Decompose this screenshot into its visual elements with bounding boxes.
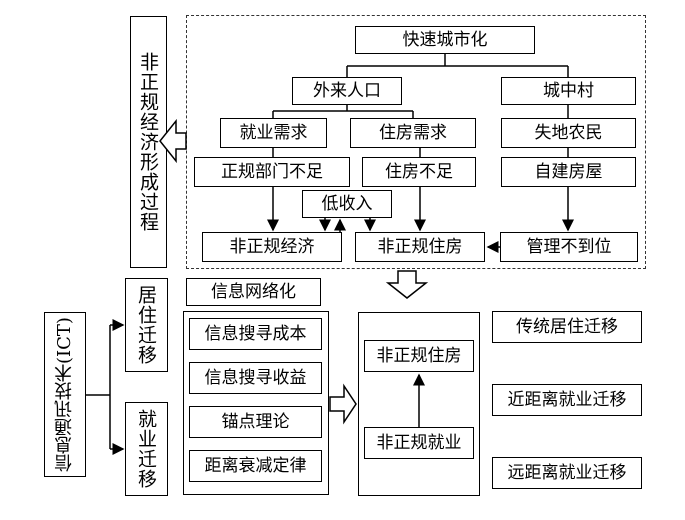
formal-sector-shortage-box: 正规部门不足 bbox=[194, 157, 350, 187]
ict-box: 信息通讯技术(ICT) bbox=[44, 312, 86, 477]
residential-migration-box: 居住迁移 bbox=[125, 278, 168, 372]
traditional-migration-box: 传统居住迁移 bbox=[492, 311, 642, 343]
search-benefit-box: 信息搜寻收益 bbox=[189, 362, 322, 394]
informal-housing-box-top: 非正规住房 bbox=[355, 232, 485, 262]
informal-economy-box: 非正规经济 bbox=[202, 232, 342, 262]
employment-migration-box: 就业迁移 bbox=[125, 402, 168, 496]
employment-demand-box: 就业需求 bbox=[220, 118, 327, 148]
rapid-urbanization-box: 快速城市化 bbox=[355, 26, 535, 54]
self-built-housing-box: 自建房屋 bbox=[501, 157, 636, 187]
housing-demand-box: 住房需求 bbox=[350, 118, 476, 148]
short-distance-migration-box: 近距离就业迁移 bbox=[492, 384, 642, 416]
distance-decay-box: 距离衰减定律 bbox=[189, 450, 322, 482]
urban-village-box: 城中村 bbox=[501, 77, 636, 105]
informal-employment-box: 非正规就业 bbox=[364, 427, 474, 459]
landless-farmers-box: 失地农民 bbox=[501, 118, 636, 148]
anchor-theory-box: 锚点理论 bbox=[189, 406, 322, 438]
poor-management-box: 管理不到位 bbox=[500, 232, 638, 262]
informal-housing-box-bottom: 非正规住房 bbox=[364, 340, 474, 372]
search-cost-box: 信息搜寻成本 bbox=[189, 318, 322, 350]
housing-shortage-box: 住房不足 bbox=[362, 157, 476, 187]
informal-economy-process-label: 非正规经济形成过程 bbox=[130, 16, 167, 268]
info-network-box: 信息网络化 bbox=[186, 278, 321, 306]
migrants-box: 外来人口 bbox=[292, 77, 402, 105]
low-income-box: 低收入 bbox=[302, 190, 392, 218]
long-distance-migration-box: 远距离就业迁移 bbox=[492, 457, 642, 489]
